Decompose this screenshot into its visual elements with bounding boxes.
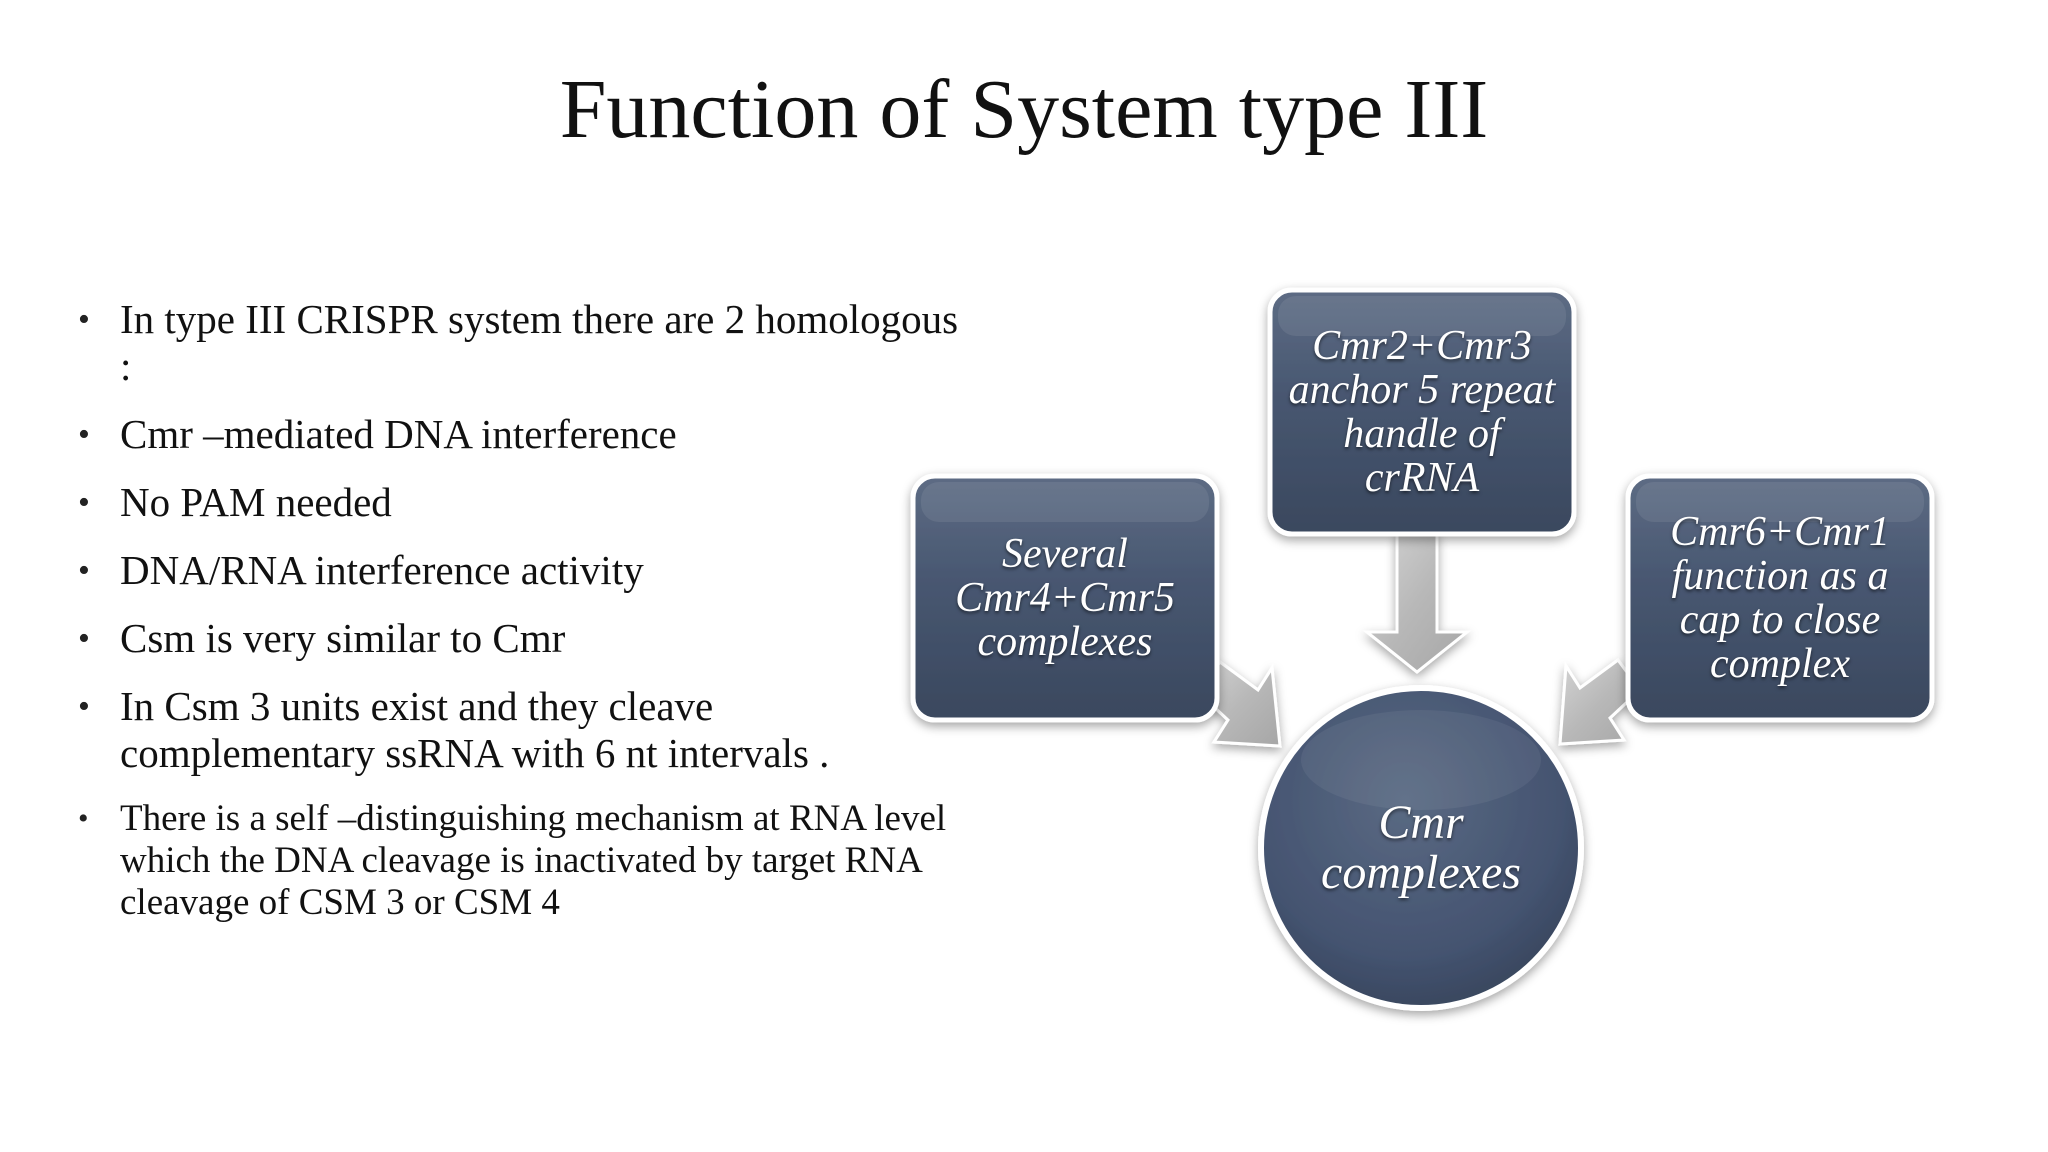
node-right-label: Cmr6+Cmr1 function as a cap to close com… <box>1670 509 1890 687</box>
bullet-list: In type III CRISPR system there are 2 ho… <box>78 296 978 945</box>
node-right-box <box>1625 473 1935 723</box>
node-left-label: Several Cmr4+Cmr5 complexes <box>955 531 1175 665</box>
bullet-item: DNA/RNA interference activity <box>78 547 978 594</box>
node-top-label: Cmr2+Cmr3 anchor 5 repeat handle of crRN… <box>1288 323 1556 501</box>
center-circle <box>1258 685 1584 1011</box>
arrow-right-in <box>1558 657 1642 746</box>
bullet-item: In Csm 3 units exist and they cleave com… <box>78 683 978 777</box>
slide-title: Function of System type III <box>559 63 1489 156</box>
bullet-item: Cmr –mediated DNA interference <box>78 411 978 458</box>
bullet-item: In type III CRISPR system there are 2 ho… <box>78 296 978 390</box>
center-label: Cmr complexes <box>1321 796 1521 899</box>
node-left-box <box>910 473 1220 723</box>
arrow-top-down <box>1362 530 1472 674</box>
bullet-item: No PAM needed <box>78 479 978 526</box>
node-top-box <box>1267 287 1577 537</box>
bullet-item: Csm is very similar to Cmr <box>78 615 978 662</box>
bullet-item: There is a self –distinguishing mechanis… <box>78 798 978 924</box>
